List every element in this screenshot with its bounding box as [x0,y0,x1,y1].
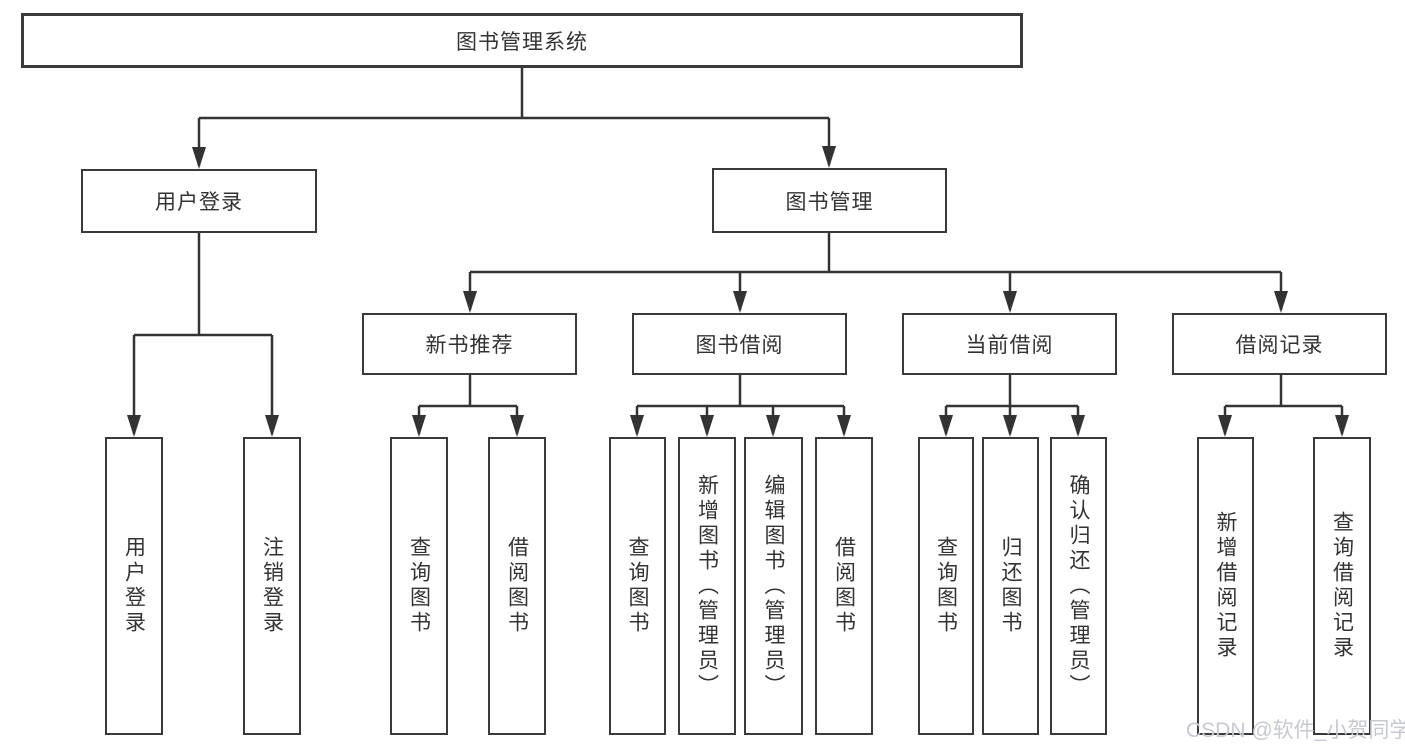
leaf-query-borrow-record: 查询借阅记录 [1313,437,1371,735]
connector-user-login [132,233,274,434]
arrow-icon [412,415,426,437]
arrow-icon [192,147,206,169]
leaf-query-book-newrec-label: 查询图书 [407,536,431,636]
arrow-icon [510,415,524,437]
arrow-icon [463,291,477,313]
leaf-borrow-book-newrec: 借阅图书 [488,437,546,735]
leaf-add-borrow-record: 新增借阅记录 [1197,437,1254,735]
node-user-login-label: 用户登录 [155,191,243,214]
node-new-book-rec: 新书推荐 [362,313,577,375]
leaf-user-login: 用户登录 [105,437,163,735]
arrow-icon [733,291,747,313]
node-book-mgmt: 图书管理 [712,168,947,233]
arrow-icon [265,415,279,437]
leaf-query-book-current: 查询图书 [918,437,974,735]
node-current-borrow-label: 当前借阅 [965,334,1054,357]
leaf-logout-label: 注销登录 [260,536,284,636]
node-borrow-records: 借阅记录 [1172,313,1387,375]
leaf-confirm-return-admin-label: 确认归还（管理员） [1067,473,1091,699]
node-user-login: 用户登录 [81,169,317,233]
arrow-icon [939,415,953,437]
leaf-logout: 注销登录 [243,437,301,735]
arrow-icon [1218,415,1232,437]
arrow-icon [127,415,141,437]
leaf-add-book-admin-label: 新增图书（管理员） [695,473,719,699]
leaf-borrow-book-borrow: 借阅图书 [815,437,873,735]
node-book-borrow: 图书借阅 [632,313,847,375]
leaf-edit-book-admin: 编辑图书（管理员） [744,437,803,735]
arrow-icon [1003,415,1017,437]
leaf-user-login-label: 用户登录 [122,536,146,636]
arrowheads [127,146,1349,437]
leaf-add-borrow-record-label: 新增借阅记录 [1214,511,1238,661]
leaf-confirm-return-admin: 确认归还（管理员） [1050,437,1107,735]
arrow-icon [700,415,714,437]
leaf-edit-book-admin-label: 编辑图书（管理员） [762,473,786,699]
node-new-book-rec-label: 新书推荐 [425,334,514,357]
arrow-icon [1003,291,1017,313]
node-root: 图书管理系统 [21,13,1023,68]
connector-borrow-records [1223,375,1344,434]
connector-new-book-rec [417,375,519,434]
leaf-return-book: 归还图书 [982,437,1039,735]
arrow-icon [766,415,780,437]
arrow-icon [822,146,836,168]
connector-lines [132,68,1344,434]
leaf-query-book-borrow: 查询图书 [609,437,666,735]
node-root-label: 图书管理系统 [456,30,588,54]
node-book-borrow-label: 图书借阅 [695,334,784,357]
arrow-icon [1071,415,1085,437]
leaf-return-book-label: 归还图书 [999,536,1023,636]
leaf-query-book-newrec: 查询图书 [390,437,448,735]
connector-root [197,68,831,166]
leaf-borrow-book-borrow-label: 借阅图书 [832,536,856,636]
arrow-icon [1335,415,1349,437]
leaf-add-book-admin: 新增图书（管理员） [678,437,736,735]
connector-book-mgmt [468,233,1283,310]
leaf-query-borrow-record-label: 查询借阅记录 [1330,511,1354,661]
leaf-query-book-borrow-label: 查询图书 [626,536,650,636]
arrow-icon [630,415,644,437]
leaf-query-book-current-label: 查询图书 [934,536,958,636]
arrow-icon [837,415,851,437]
leaf-borrow-book-newrec-label: 借阅图书 [505,536,529,636]
node-borrow-records-label: 借阅记录 [1235,334,1324,357]
watermark: CSDN @软件_小贺同学 [1186,719,1405,742]
node-book-mgmt-label: 图书管理 [785,190,874,214]
node-current-borrow: 当前借阅 [902,313,1117,375]
connector-book-borrow [635,375,846,434]
arrow-icon [1274,291,1288,313]
